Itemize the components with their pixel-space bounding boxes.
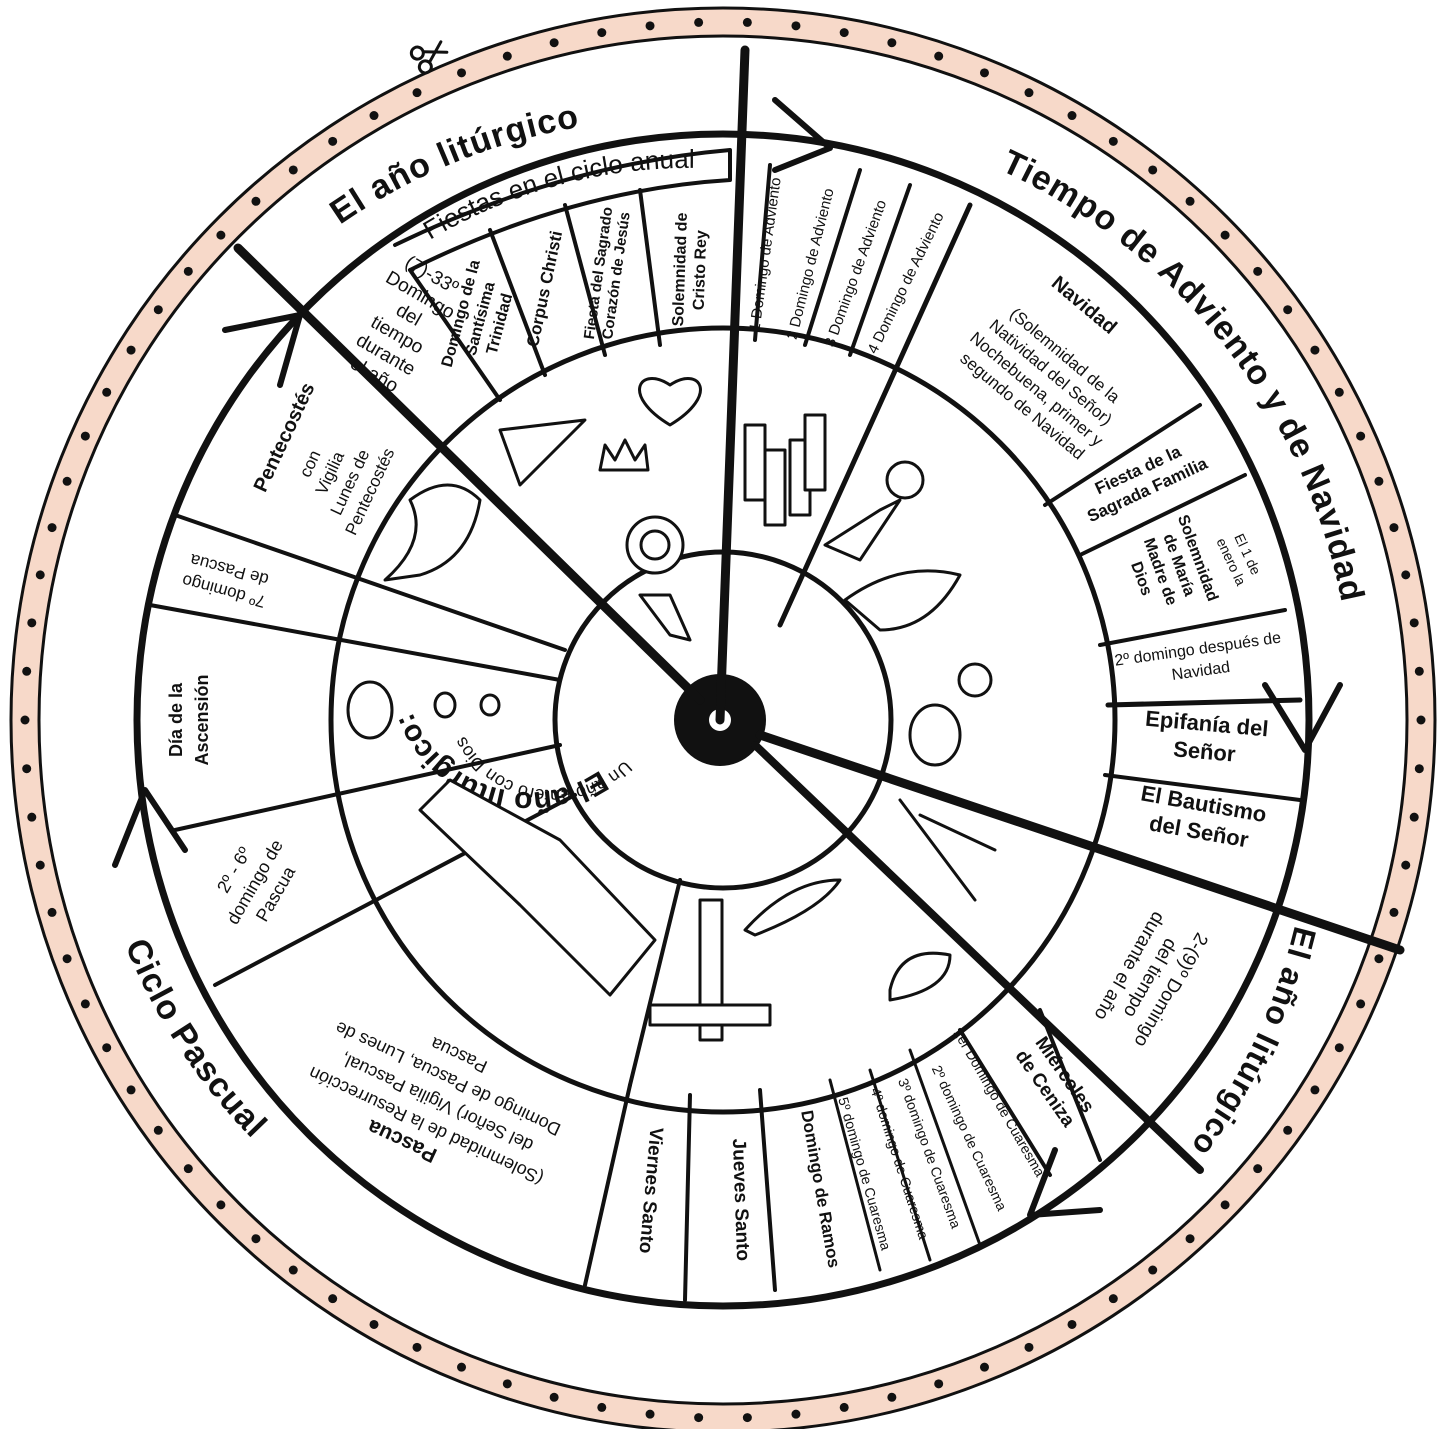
rim-dot — [102, 388, 111, 397]
rim-dot — [21, 716, 30, 725]
rim-dot — [216, 231, 225, 240]
rim-dot — [503, 1379, 512, 1388]
rim-dot — [1389, 908, 1398, 917]
rim-dot — [1401, 570, 1410, 579]
rim-dot — [328, 137, 337, 146]
rim-dot — [743, 1413, 752, 1422]
rim-dot — [840, 28, 849, 37]
rim-dot — [840, 1403, 849, 1412]
rim-dot — [980, 1363, 989, 1372]
rim-dot — [251, 197, 260, 206]
rim-dot — [1335, 1043, 1344, 1052]
rim-dot — [63, 954, 72, 963]
rim-dot — [154, 305, 163, 314]
rim-dot — [127, 346, 136, 355]
rim-dot — [370, 111, 379, 120]
rim-dot — [27, 813, 36, 822]
rim-dot — [1415, 764, 1424, 773]
rim-dot — [934, 1379, 943, 1388]
rim-dot — [1186, 197, 1195, 206]
rim-dot — [251, 1234, 260, 1243]
rim-dot — [1283, 305, 1292, 314]
rim-dot — [980, 68, 989, 77]
rim-dot — [503, 52, 512, 61]
rim-dot — [791, 1410, 800, 1419]
jueves-santo: Jueves Santo — [728, 1138, 753, 1261]
rim-dot — [1221, 231, 1230, 240]
rim-dot — [1410, 618, 1419, 627]
rim-dot — [81, 999, 90, 1008]
rim-dot — [413, 88, 422, 97]
rim-dot — [1148, 1266, 1157, 1275]
rim-dot — [1253, 267, 1262, 276]
rim-dot — [81, 432, 90, 441]
rim-dot — [1356, 432, 1365, 441]
rim-dot — [550, 1393, 559, 1402]
rim-dot — [1148, 165, 1157, 174]
rim-dot — [36, 570, 45, 579]
rim-dot — [743, 18, 752, 27]
rim-dot — [934, 52, 943, 61]
rim-dot — [550, 38, 559, 47]
rim-dot — [887, 38, 896, 47]
rim-dot — [63, 477, 72, 486]
rim-dot — [48, 523, 57, 532]
rim-dot — [1374, 477, 1383, 486]
rim-dot — [1221, 1200, 1230, 1209]
rim-dot — [289, 1266, 298, 1275]
rim-dot — [646, 21, 655, 30]
rim-dot — [1283, 1126, 1292, 1135]
rim-dot — [184, 267, 193, 276]
rim-dot — [1410, 813, 1419, 822]
rim-dot — [27, 618, 36, 627]
rim-dot — [413, 1343, 422, 1352]
rim-dot — [328, 1294, 337, 1303]
rim-dot — [1068, 1320, 1077, 1329]
rim-dot — [1024, 1343, 1033, 1352]
rim-dot — [597, 1403, 606, 1412]
rim-dot — [646, 1410, 655, 1419]
rim-dot — [154, 1126, 163, 1135]
rim-dot — [1401, 861, 1410, 870]
rim-dot — [1109, 1294, 1118, 1303]
rim-dot — [289, 165, 298, 174]
rim-dot — [1310, 1085, 1319, 1094]
rim-dot — [1109, 137, 1118, 146]
rim-dot — [1186, 1234, 1195, 1243]
rim-dot — [102, 1043, 111, 1052]
rim-dot — [597, 28, 606, 37]
rim-dot — [22, 764, 31, 773]
rim-dot — [694, 1413, 703, 1422]
rim-dot — [1417, 716, 1426, 725]
rim-dot — [457, 1363, 466, 1372]
rim-dot — [22, 667, 31, 676]
rim-dot — [1389, 523, 1398, 532]
rim-dot — [1068, 111, 1077, 120]
rim-dot — [791, 21, 800, 30]
rim-dot — [1356, 999, 1365, 1008]
rim-dot — [1024, 88, 1033, 97]
rim-dot — [1415, 667, 1424, 676]
rim-dot — [887, 1393, 896, 1402]
rim-dot — [1310, 346, 1319, 355]
rim-dot — [127, 1085, 136, 1094]
rim-dot — [184, 1164, 193, 1173]
rim-dot — [1374, 954, 1383, 963]
rim-dot — [36, 861, 45, 870]
rim-dot — [216, 1200, 225, 1209]
rim-dot — [1253, 1164, 1262, 1173]
rim-dot — [1335, 388, 1344, 397]
rim-dot — [48, 908, 57, 917]
rim-dot — [370, 1320, 379, 1329]
rim-dot — [694, 18, 703, 27]
rim-dot — [457, 68, 466, 77]
